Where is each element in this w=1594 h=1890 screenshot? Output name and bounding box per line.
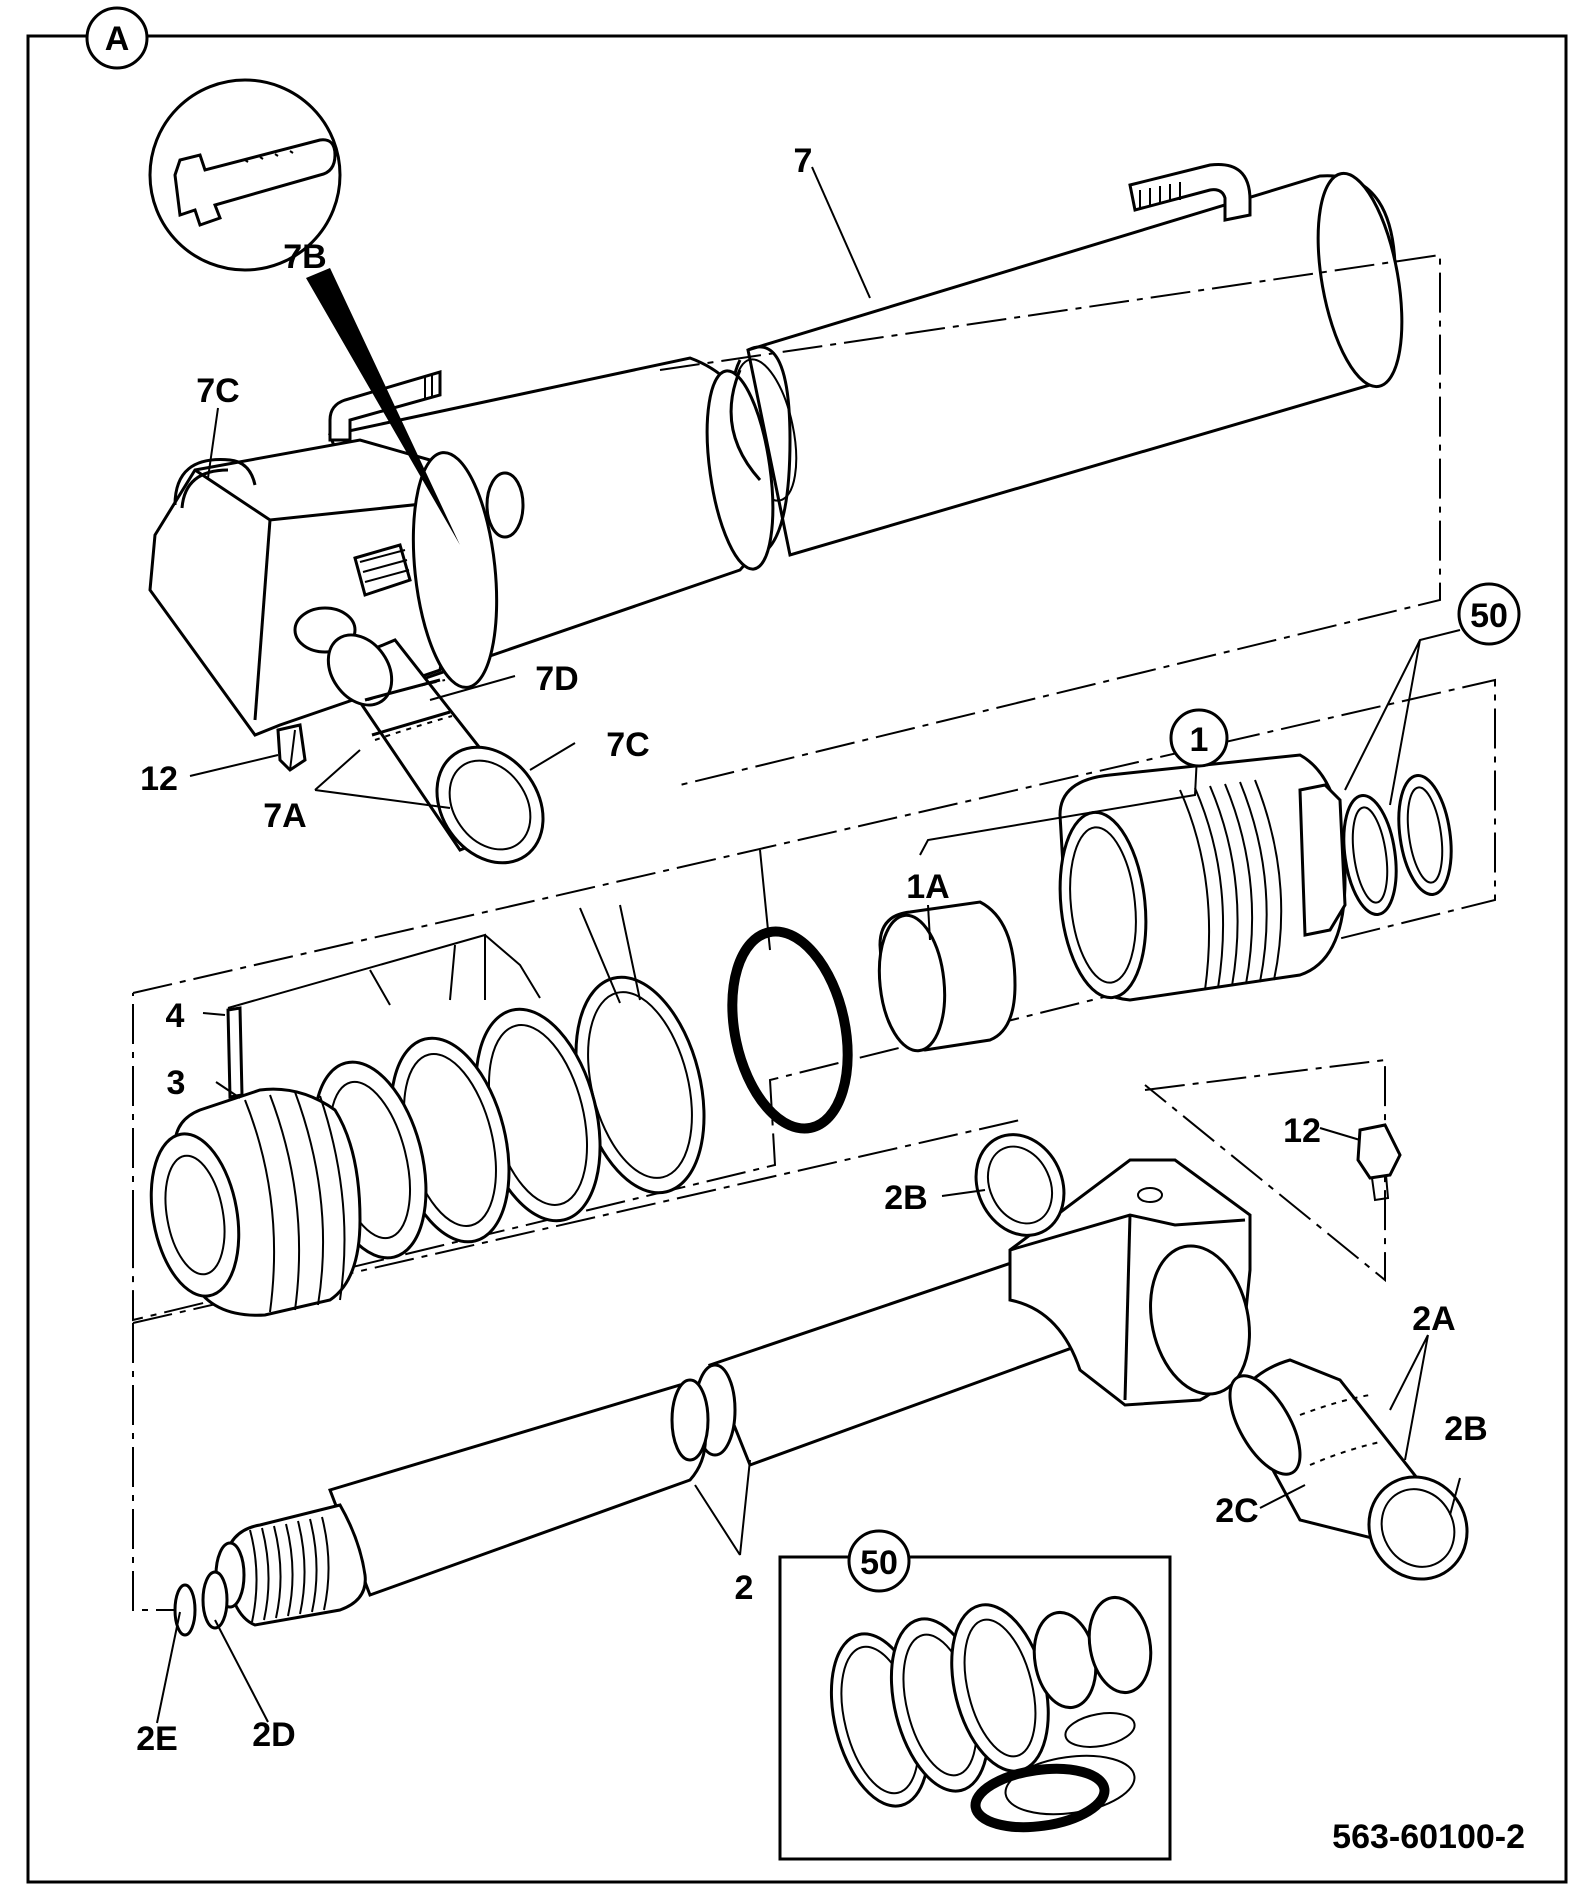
callout-7: 7 xyxy=(794,142,813,180)
callout-4: 4 xyxy=(166,997,185,1035)
drawing-number: 563-60100-2 xyxy=(1332,1818,1525,1856)
piston-wear-rings xyxy=(1342,773,1453,917)
callout-2a: 2A xyxy=(1412,1300,1455,1338)
callout-7c-top: 7C xyxy=(196,372,239,410)
callout-2b-left: 2B xyxy=(884,1179,927,1217)
view-label-text: A xyxy=(105,20,130,58)
callout-2c: 2C xyxy=(1215,1492,1258,1530)
detail-7b-magnifier xyxy=(148,78,460,545)
middle-dashed-envelope xyxy=(132,678,1496,1322)
view-label-badge: A xyxy=(85,6,149,70)
callout-7d: 7D xyxy=(535,660,578,698)
callout-12-top: 12 xyxy=(140,760,178,798)
seal-rings xyxy=(312,975,706,1260)
callout-7b: 7B xyxy=(283,238,326,276)
seal-kit-inset xyxy=(778,1555,1172,1861)
leader-lines xyxy=(156,166,1461,1724)
callout-1-badge xyxy=(1169,708,1229,768)
callout-3: 3 xyxy=(167,1064,186,1102)
piston-head xyxy=(1058,753,1347,1002)
callout-50-main-badge xyxy=(1457,582,1521,646)
callout-7c-right: 7C xyxy=(606,726,649,764)
callout-1a: 1A xyxy=(906,868,949,906)
callout-7a: 7A xyxy=(263,797,306,835)
callout-1: 1 xyxy=(1190,721,1209,759)
callout-2b-right: 2B xyxy=(1444,1410,1487,1448)
callout-2e: 2E xyxy=(136,1720,178,1758)
callout-2d: 2D xyxy=(252,1716,295,1754)
black-seal-ring xyxy=(727,926,853,1134)
callout-12-right: 12 xyxy=(1283,1112,1321,1150)
callout-50-main: 50 xyxy=(1470,597,1508,635)
callout-2: 2 xyxy=(735,1569,754,1607)
callout-50-inset: 50 xyxy=(860,1544,898,1582)
piston-nut xyxy=(149,1006,362,1317)
upper-dashed-envelope xyxy=(659,253,1441,786)
bush-1a xyxy=(877,900,1017,1053)
piston-rod xyxy=(173,1123,1469,1637)
outer-frame xyxy=(26,34,1568,1884)
callout-50-inset-badge xyxy=(847,1529,911,1593)
cylinder-barrel xyxy=(148,162,1404,865)
